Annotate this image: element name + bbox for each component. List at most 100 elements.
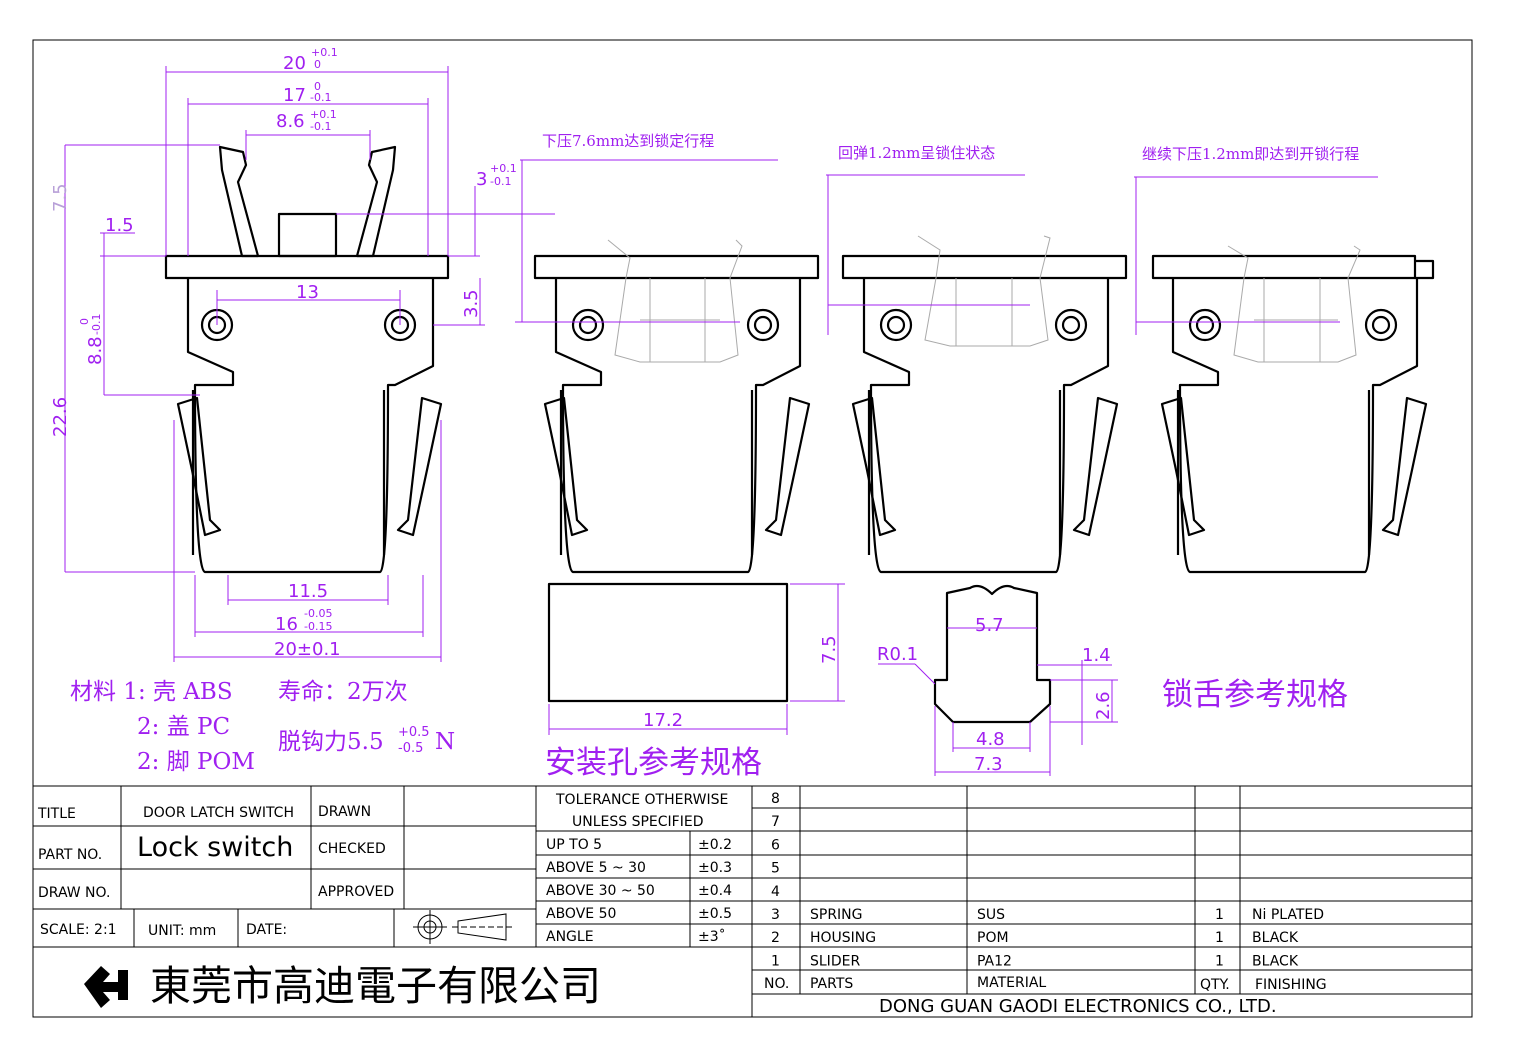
tongue-step: 1.4 xyxy=(1082,645,1111,666)
dim-13: 13 xyxy=(296,282,319,303)
tongue-caption: 锁舌参考规格 xyxy=(1162,677,1348,713)
company-name-cn: 東莞市高迪電子有限公司 xyxy=(150,962,601,1010)
tongue-base: 7.3 xyxy=(974,754,1003,775)
state-view-2 xyxy=(841,235,1128,574)
tongue-radius: R0.1 xyxy=(877,644,918,665)
bom-row-no: 4 xyxy=(771,884,780,900)
svg-text:+0.5: +0.5 xyxy=(398,725,430,740)
dim-20-bottom: 20±0.1 xyxy=(274,639,341,660)
tolerance-range: ANGLE xyxy=(546,929,594,945)
state-note-1: 下压7.6mm达到锁定行程 xyxy=(542,132,714,150)
bom-row-qty: 1 xyxy=(1215,907,1224,923)
state-note-3: 继续下压1.2mm即达到开锁行程 xyxy=(1142,145,1359,163)
bom-header-material: MATERIAL xyxy=(977,975,1046,991)
company-name-en: DONG GUAN GAODI ELECTRONICS CO., LTD. xyxy=(879,996,1277,1017)
dim-11-5: 11.5 xyxy=(288,581,328,602)
svg-text:-0.1: -0.1 xyxy=(310,120,331,133)
inner-walls xyxy=(191,390,386,555)
mount-hole-view xyxy=(547,582,845,735)
right-spring xyxy=(396,396,443,537)
svg-text:N: N xyxy=(435,729,455,755)
title-value: DOOR LATCH SWITCH xyxy=(143,805,294,821)
dim-20: 20 xyxy=(283,53,306,74)
svg-text:0: 0 xyxy=(78,318,91,325)
bom-header-finishing: FINISHING xyxy=(1255,977,1327,993)
tongue-top-width: 5.7 xyxy=(975,615,1004,636)
dim-7-5: 7.5 xyxy=(50,183,71,212)
tongue-neck: 4.8 xyxy=(976,729,1005,750)
svg-text:-0.1: -0.1 xyxy=(90,314,103,335)
state-view-3 xyxy=(1151,245,1435,574)
top-plate xyxy=(164,254,450,280)
projection-symbol-icon xyxy=(413,910,514,944)
left-spring xyxy=(176,396,222,537)
tolerance-value: ±0.3 xyxy=(698,860,732,876)
plunger xyxy=(277,212,338,258)
state-note-2: 回弹1.2mm呈锁住状态 xyxy=(838,144,995,162)
svg-text:-0.05: -0.05 xyxy=(304,607,332,620)
tolerance-value: ±0.4 xyxy=(698,883,732,899)
bom-row-finishing: Ni PLATED xyxy=(1252,907,1324,923)
material-line-3: 2: 脚 POM xyxy=(137,749,255,775)
draw-label: DRAW NO. xyxy=(38,885,110,901)
bom-row-part: SLIDER xyxy=(810,953,860,969)
svg-text:-0.1: -0.1 xyxy=(490,175,511,188)
bom-header-parts: PARTS xyxy=(810,976,853,992)
title-block-lines xyxy=(33,785,1472,1017)
bom-row-finishing: BLACK xyxy=(1252,930,1299,946)
dim-16: 16 xyxy=(275,614,298,635)
mount-hole-width: 17.2 xyxy=(643,710,683,731)
bom-header-qty: QTY. xyxy=(1200,977,1230,993)
svg-text:0: 0 xyxy=(314,58,321,71)
company-logo xyxy=(84,966,128,1008)
tongue-notch: 2.6 xyxy=(1093,691,1114,720)
bom-row-no: 2 xyxy=(771,930,780,946)
state-view-1 xyxy=(533,239,820,574)
tolerance-value: ±3˚ xyxy=(698,928,726,945)
bom-row-part: HOUSING xyxy=(810,930,876,946)
bom-row-material: POM xyxy=(977,930,1009,946)
checked-label: CHECKED xyxy=(318,841,386,857)
bom-row-no: 1 xyxy=(771,953,780,969)
dim-8-8: 8.8 xyxy=(85,336,106,365)
bom-row-no: 8 xyxy=(771,791,780,807)
approved-label: APPROVED xyxy=(318,884,394,900)
top-view-dimensions xyxy=(64,66,555,662)
bom-row-no: 7 xyxy=(771,814,780,830)
bom-row-part: SPRING xyxy=(810,907,863,923)
tolerance-range: ABOVE 5 ~ 30 xyxy=(546,860,646,876)
svg-text:+0.1: +0.1 xyxy=(490,162,517,175)
svg-text:0: 0 xyxy=(314,80,321,93)
dim-22-6: 22.6 xyxy=(50,397,71,437)
bom-row-qty: 1 xyxy=(1215,930,1224,946)
bom-row-no: 3 xyxy=(771,907,780,923)
tongue-view xyxy=(878,584,1118,776)
mount-hole-caption: 安装孔参考规格 xyxy=(545,745,762,781)
svg-text:+0.1: +0.1 xyxy=(311,46,338,59)
housing-body xyxy=(186,278,435,574)
front-view xyxy=(164,145,450,574)
bom-row-no: 5 xyxy=(771,861,780,877)
material-line-1: 材料 1: 壳 ABS xyxy=(70,679,233,705)
tolerance-value: ±0.2 xyxy=(698,837,732,853)
material-line-2: 2: 盖 PC xyxy=(137,714,230,740)
date-label: DATE: xyxy=(246,922,287,938)
tolerance-range: UP TO 5 xyxy=(546,837,602,853)
mount-hole-height: 7.5 xyxy=(819,635,840,664)
svg-text:-0.1: -0.1 xyxy=(310,91,331,104)
bom-row-finishing: BLACK xyxy=(1252,953,1299,969)
bom-row-material: PA12 xyxy=(977,953,1012,969)
dim-8-6: 8.6 xyxy=(276,111,305,132)
title-label: TITLE xyxy=(37,806,76,822)
tolerance-header-2: UNLESS SPECIFIED xyxy=(572,814,703,830)
release-force: 脱钩力5.5 xyxy=(278,729,384,755)
latch-finger-left xyxy=(218,145,260,258)
dim-3: 3 xyxy=(476,169,487,190)
tolerance-value: ±0.5 xyxy=(698,906,732,922)
state-callouts xyxy=(515,159,1378,335)
svg-text:+0.1: +0.1 xyxy=(310,108,337,121)
tolerance-header-1: TOLERANCE OTHERWISE xyxy=(555,792,728,808)
life-spec: 寿命：2万次 xyxy=(278,679,408,705)
